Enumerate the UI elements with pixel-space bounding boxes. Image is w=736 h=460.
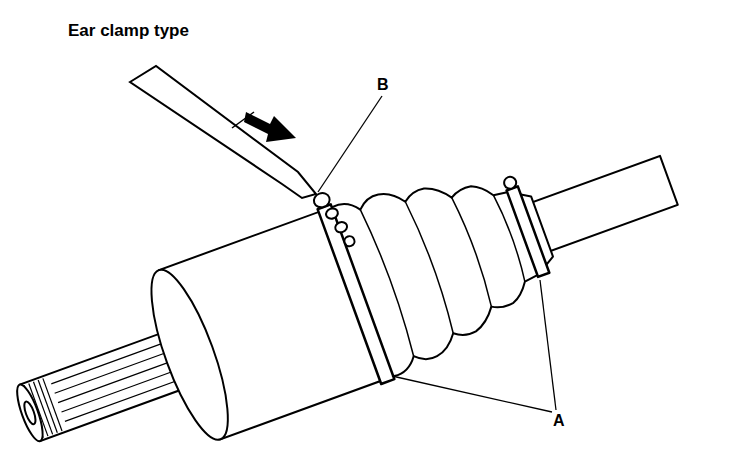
tool [130,66,316,198]
stub-hole [22,400,38,425]
clamp-ears [312,188,356,253]
direction-arrow [244,112,296,142]
diagram-title: Ear clamp type [68,22,189,41]
leader-lines [318,96,556,412]
housing-face [136,262,243,448]
stub-end [12,382,48,444]
axle-shaft [528,156,677,253]
callout-letter: B [377,76,389,94]
small-clamp-ear [502,175,517,190]
callout-letter: A [553,412,565,430]
large-ear-clamp [318,204,395,384]
small-ear-clamp [507,186,550,277]
boot-bellows [320,142,572,381]
